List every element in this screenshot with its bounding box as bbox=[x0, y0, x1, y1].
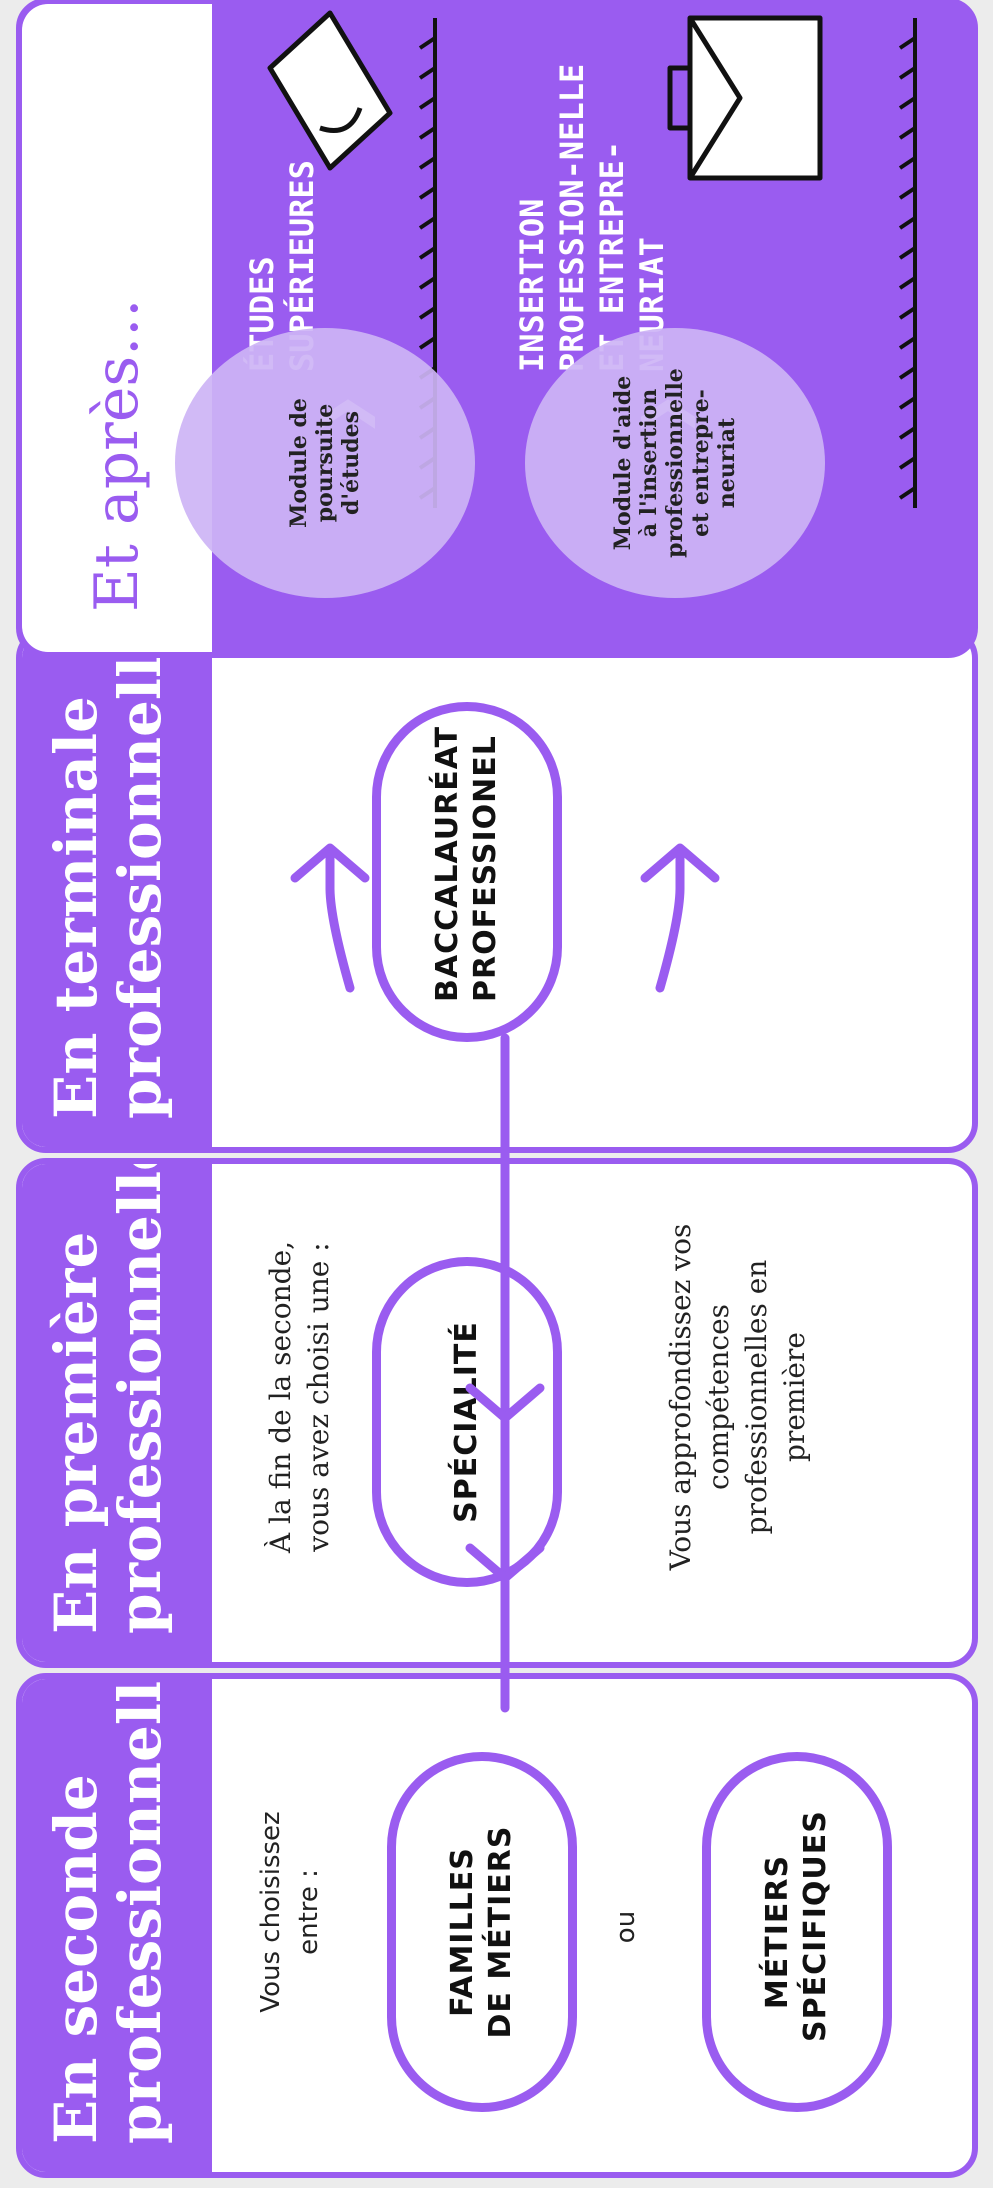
briefcase-icon bbox=[667, 15, 823, 181]
arrow-right-icon bbox=[465, 1543, 545, 1583]
arrow-right-icon bbox=[465, 1383, 545, 1423]
arrow-right-icon bbox=[640, 843, 720, 883]
hatch-line-bottom bbox=[898, 18, 917, 508]
branch-line-top bbox=[325, 848, 355, 993]
arrow-right-icon bbox=[290, 843, 370, 883]
module-poursuite-etudes: Module de poursuite d'études bbox=[175, 328, 475, 598]
branch-line-bottom bbox=[655, 848, 685, 993]
graduation-cap-icon bbox=[267, 10, 393, 171]
module-insertion: Module d'aide à l'insertion professionne… bbox=[525, 328, 825, 598]
